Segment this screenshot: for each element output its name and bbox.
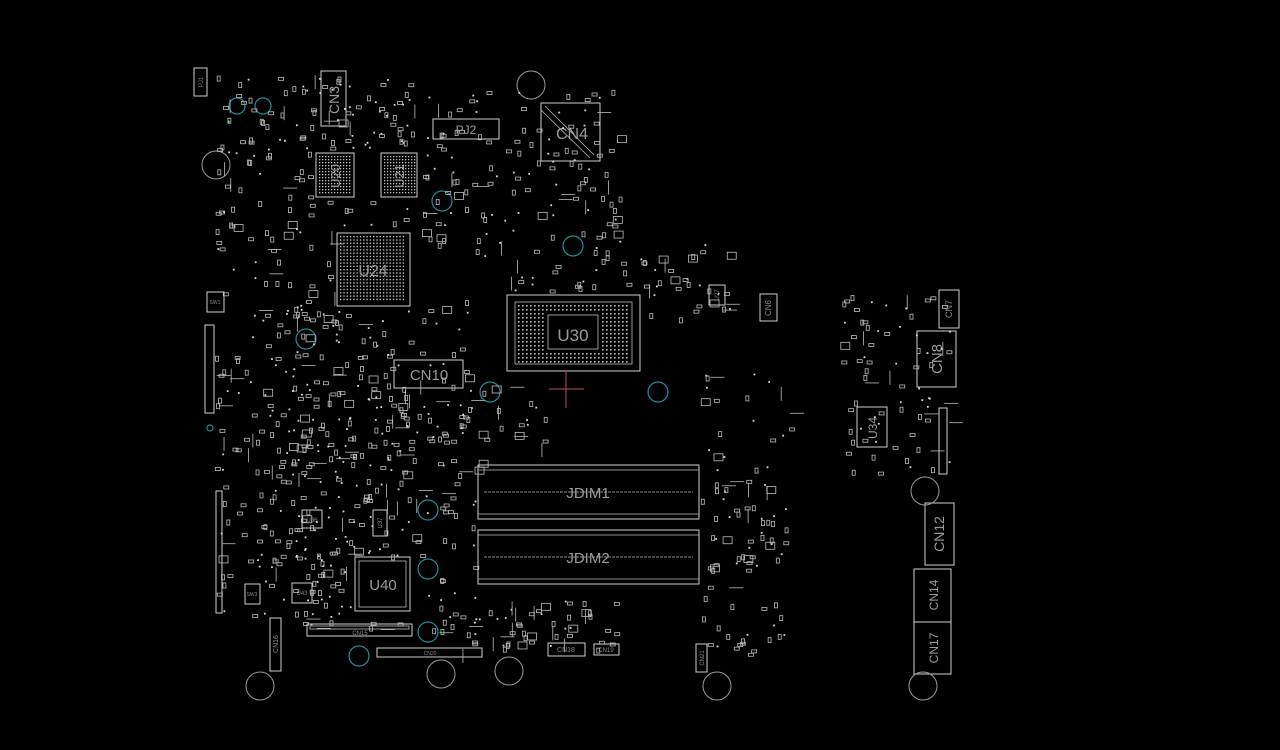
switch-label-sw3: SW3 [247,592,258,598]
chip-u30[interactable]: U30 [506,294,641,372]
mounting-hole [201,150,231,180]
connector-cn21[interactable]: CN21 [695,643,708,673]
connector-label-cn10: CN10 [410,367,448,384]
via [254,97,272,115]
connector-cn20[interactable]: CN20 [376,647,483,658]
edge-connector-right-strip [938,407,948,475]
via [417,558,439,580]
connector-label-cn4: CN4 [556,126,588,143]
via [431,190,453,212]
small-components [214,75,963,663]
edge-connector-left-upper [204,324,215,414]
switch-sw1[interactable]: SW1 [206,291,225,313]
connector-label-cn15: CN15 [352,631,368,637]
connector-cn10[interactable]: CN10 [393,359,464,389]
via [228,97,246,115]
mounting-hole [426,659,456,689]
via [562,235,584,257]
connector-cn18[interactable]: CN18 [547,642,586,657]
connector-label-cn3: CN3 [326,86,342,114]
chip-u24[interactable]: U24 [336,232,411,307]
chip-label-u34: U34 [866,417,880,439]
chip-u21[interactable]: U21 [380,152,418,198]
connector-label-pj1: PJ1 [199,76,205,87]
connector-cn8[interactable]: CN8 [916,330,957,388]
connector-label-cn6: CN6 [764,299,773,316]
connector-cn7[interactable]: CN7 [938,289,960,329]
connector-label-cn21: CN21 [700,650,706,666]
connector-label-cn8: CN8 [929,344,946,374]
mounting-hole [908,671,938,701]
via [417,621,439,643]
connector-cn6[interactable]: CN6 [759,293,778,322]
connector-pj1[interactable]: PJ1 [193,67,208,97]
chip-u27[interactable]: U27 [708,284,726,306]
connector-label-cn16: CN16 [273,635,280,653]
via [206,424,214,432]
via [647,381,669,403]
connector-cn14[interactable]: CN14 [913,568,952,623]
chip-label-u27: U27 [715,289,721,301]
dimm-slot-jdim2[interactable]: JDIM2 [477,529,700,585]
chip-label-u40: U40 [369,577,397,594]
mounting-hole [516,70,546,100]
chip-label-u30: U30 [557,326,588,345]
cursor-crosshair [549,372,584,408]
via [417,499,439,521]
dimm-label-jdim1: JDIM1 [566,485,609,502]
connector-cn15[interactable]: CN15 [306,623,413,637]
connector-cn16[interactable]: CN16 [269,617,282,672]
chip-label-u20: U20 [328,164,343,188]
dimm-label-jdim2: JDIM2 [566,550,609,567]
chip-u40[interactable]: U40 [354,556,411,612]
connector-cn12[interactable]: CN12 [924,502,955,566]
chip-label-u86: U86 [306,518,318,524]
chip-u34[interactable]: U34 [856,406,888,448]
connector-label-cn14: CN14 [927,579,941,610]
chip-u43[interactable]: U43 [291,582,313,604]
chip-u20[interactable]: U20 [315,152,355,198]
dimm-slot-jdim1[interactable]: JDIM1 [477,464,700,520]
edge-connector-left-lower [215,490,223,614]
via [295,328,317,350]
mounting-hole [245,671,275,701]
connector-cn3[interactable]: CN3 [320,70,347,127]
connector-cn4[interactable]: CN4 [540,102,601,162]
connector-cn19[interactable]: CN19 [593,643,620,656]
via [348,645,370,667]
chip-label-u24: U24 [358,263,387,280]
mounting-holes [201,70,940,701]
mounting-hole [910,476,940,506]
mounting-hole [702,671,732,701]
mounting-hole [494,656,524,686]
chip-label-u21: U21 [392,164,407,188]
connector-label-cn12: CN12 [931,516,947,552]
connector-cn17[interactable]: CN17 [913,621,952,675]
chip-label-u37: U37 [378,517,384,529]
chip-label-u43: U43 [296,591,308,597]
connector-label-cn17: CN17 [927,632,941,663]
switch-label-sw1: SW1 [210,300,221,306]
connector-label-cn18: CN18 [557,647,575,654]
connector-label-cn7: CN7 [944,300,954,318]
switch-sw3[interactable]: SW3 [244,583,261,605]
chip-u37[interactable]: U37 [372,509,388,537]
vias [206,97,669,667]
connector-label-cn19: CN19 [598,648,614,654]
connector-label-cn20: CN20 [424,651,437,657]
connector-label-pj2: PJ2 [456,123,477,137]
via [479,381,501,403]
